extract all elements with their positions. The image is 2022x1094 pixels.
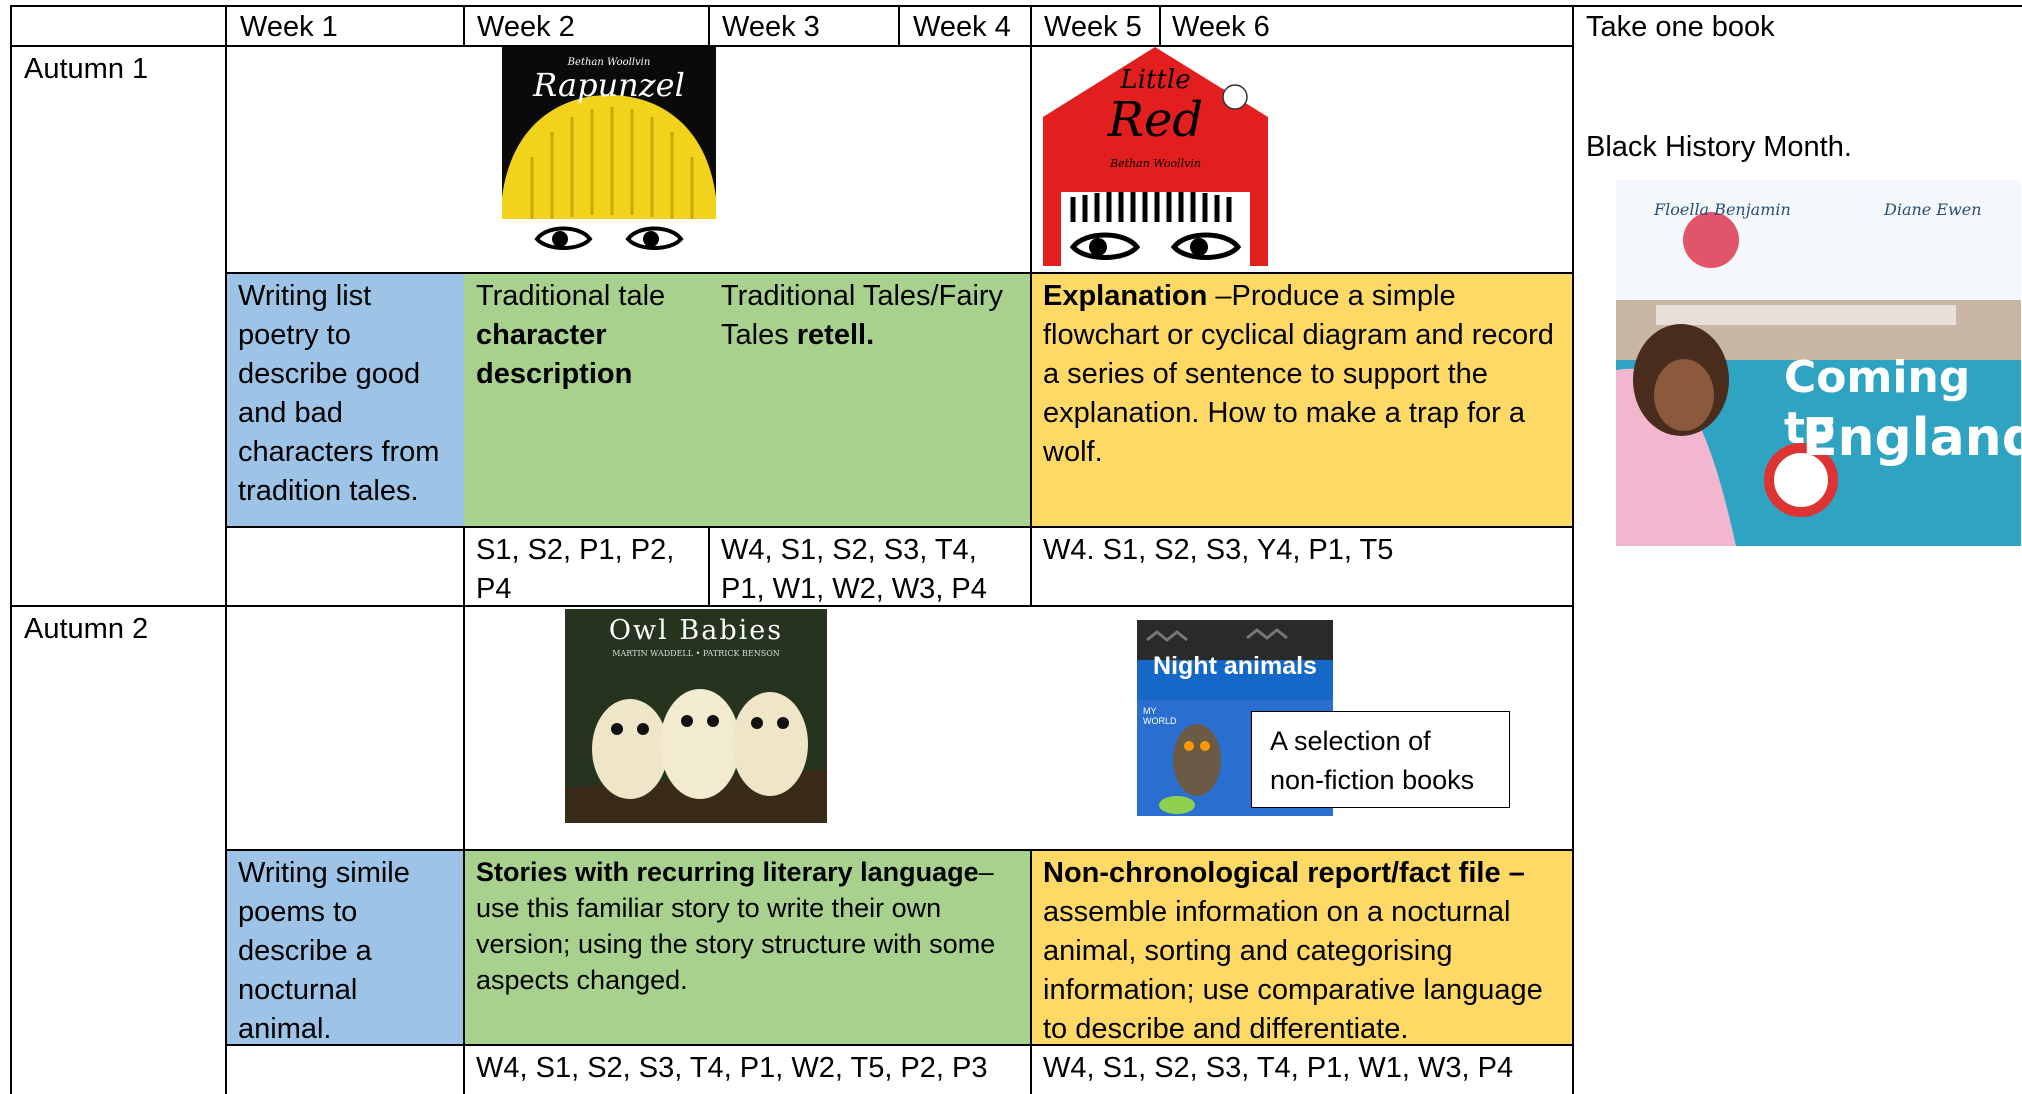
a1-poetry-text: Writing list poetry to describe good and… xyxy=(238,280,440,507)
a2-codes-week5-text: W4, S1, S2, S3, T4, P1, W1, W3, P4 xyxy=(1043,1052,1514,1084)
grid-line xyxy=(1030,5,1032,606)
grid-line xyxy=(10,45,1573,47)
grid-line xyxy=(225,5,227,1094)
night-animals-title: Night animals xyxy=(1153,652,1317,680)
a2-poetry-text: Writing simile poems to describe a noctu… xyxy=(238,857,410,1045)
a1-explanation-text: –Produce a simple flowchart or cyclical … xyxy=(1043,280,1554,468)
header-week5: Week 5 xyxy=(1044,11,1142,43)
header-week1: Week 1 xyxy=(240,11,338,43)
grid-line xyxy=(463,5,465,46)
a1-codes-week3-text: W4, S1, S2, S3, T4, P1, W1, W2, W3, P4 xyxy=(721,534,987,605)
a2-report-cell: Non-chronological report/fact file – ass… xyxy=(1031,850,1572,1045)
a2-codes-week2-text: W4, S1, S2, S3, T4, P1, W2, T5, P2, P3 xyxy=(476,1052,988,1084)
a1-explanation-cell: Explanation –Produce a simple flowchart … xyxy=(1031,273,1572,527)
coming-title-1: Coming to xyxy=(1784,352,1971,454)
take-one-book-label: Take one book xyxy=(1586,11,1775,43)
owl-babies-title: Owl Babies xyxy=(608,615,784,646)
a2-poetry-cell: Writing simile poems to describe a noctu… xyxy=(226,850,464,1045)
coming-to-england-book-cover: Floella Benjamin Diane Ewen Coming to En… xyxy=(1616,180,2021,546)
black-history-month-label: Black History Month. xyxy=(1586,131,1852,163)
a1-retell-cell: Traditional Tales/Fairy Tales retell. xyxy=(709,273,1031,527)
little-red-book-cover: Little Red Bethan Woollvin xyxy=(1043,47,1268,266)
a1-character-cell: Traditional tale character description xyxy=(464,273,709,527)
a1-codes-week2: S1, S2, P1, P2, P4 xyxy=(464,527,709,605)
a2-report-bold: Non-chronological report/fact file – xyxy=(1043,857,1525,889)
coming-author-1: Floella Benjamin xyxy=(1654,200,1791,219)
grid-line xyxy=(226,1044,1573,1046)
a1-codes-week2-text: S1, S2, P1, P2, P4 xyxy=(476,534,675,605)
a2-report-text: assemble information on a nocturnal anim… xyxy=(1043,896,1543,1045)
non-fiction-callout: A selection of non-fiction books xyxy=(1251,711,1510,808)
autumn1-label: Autumn 1 xyxy=(24,53,149,85)
a1-explanation-bold: Explanation xyxy=(1043,280,1208,312)
a1-character-text: Traditional tale xyxy=(476,280,666,312)
header-week4: Week 4 xyxy=(913,11,1011,43)
grid-line xyxy=(1572,5,1574,1094)
autumn2-label: Autumn 2 xyxy=(24,613,149,645)
a2-recurring-bold: Stories with recurring literary language xyxy=(476,857,979,887)
grid-line xyxy=(10,5,2022,7)
grid-line xyxy=(708,5,710,46)
a2-codes-week5: W4, S1, S2, S3, T4, P1, W1, W3, P4 xyxy=(1031,1045,1572,1094)
little-red-author: Bethan Woollvin xyxy=(1110,157,1201,170)
grid-line xyxy=(226,526,1573,528)
little-red-title-1: Little xyxy=(1120,65,1191,95)
rapunzel-title: Rapunzel xyxy=(533,66,685,104)
grid-line xyxy=(10,5,12,1094)
grid-line xyxy=(708,526,710,606)
grid-line xyxy=(463,526,465,606)
a1-character-bold: character description xyxy=(476,319,633,390)
grid-line xyxy=(226,272,1573,274)
header-week2: Week 2 xyxy=(477,11,575,43)
grid-line xyxy=(10,605,1573,607)
owl-babies-authors: MARTIN WADDELL • PATRICK BENSON xyxy=(612,649,780,658)
a1-codes-week3: W4, S1, S2, S3, T4, P1, W1, W2, W3, P4 xyxy=(709,527,1031,605)
owl-babies-book-cover: Owl Babies MARTIN WADDELL • PATRICK BENS… xyxy=(565,609,827,823)
night-animals-series: MY WORLD xyxy=(1143,706,1177,726)
rapunzel-book-cover: Bethan Woollvin Rapunzel xyxy=(502,47,716,254)
coming-title-2: England xyxy=(1802,408,2021,468)
header-week3: Week 3 xyxy=(722,11,820,43)
rapunzel-author: Bethan Woollvin xyxy=(567,57,651,68)
a1-retell-bold: retell. xyxy=(796,319,875,351)
grid-line xyxy=(898,5,900,46)
non-fiction-callout-text: A selection of non-fiction books xyxy=(1270,726,1475,795)
a1-codes-week5: W4. S1, S2, S3, Y4, P1, T5 xyxy=(1031,527,1572,605)
grid-line xyxy=(226,849,1573,851)
grid-line xyxy=(1030,849,1032,1094)
coming-author-2: Diane Ewen xyxy=(1884,200,1982,219)
a2-recurring-language-cell: Stories with recurring literary language… xyxy=(464,850,1031,1045)
a1-codes-week5-text: W4. S1, S2, S3, Y4, P1, T5 xyxy=(1043,534,1394,566)
a1-poetry-cell: Writing list poetry to describe good and… xyxy=(226,273,464,527)
header-week6: Week 6 xyxy=(1172,11,1270,43)
a2-codes-week2: W4, S1, S2, S3, T4, P1, W2, T5, P2, P3 xyxy=(464,1045,1031,1094)
a2-recurring-text: – use this familiar story to write their… xyxy=(476,857,996,995)
a1-retell-text: Traditional Tales/Fairy Tales xyxy=(721,280,1004,351)
little-red-title-2: Red xyxy=(1107,92,1204,148)
grid-line xyxy=(463,605,465,1094)
grid-line xyxy=(1159,5,1161,46)
